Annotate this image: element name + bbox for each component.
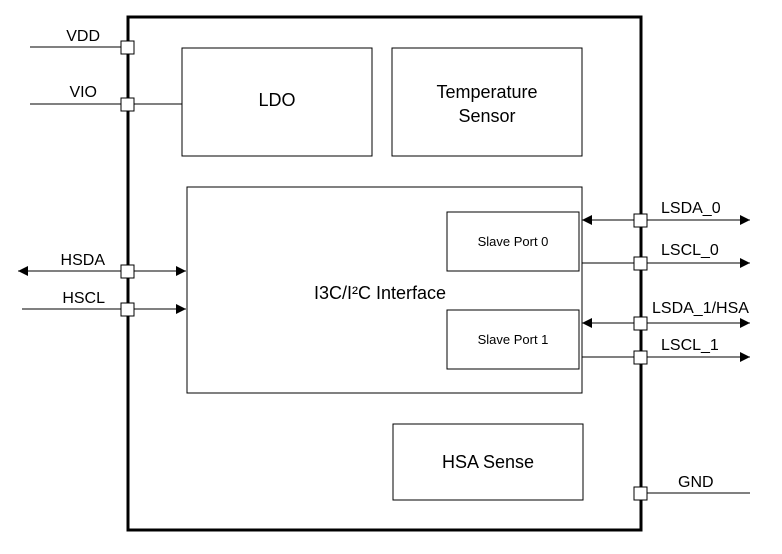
hsda-pin xyxy=(120,264,135,279)
lscl0-pin xyxy=(633,256,648,271)
hsa-sense-block xyxy=(392,423,584,501)
gnd-pin-label: GND xyxy=(678,474,714,491)
vdd-pin-label: VDD xyxy=(66,28,100,45)
slave-port-0-label: Slave Port 0 xyxy=(478,234,549,249)
lscl1-pin xyxy=(633,350,648,365)
hscl-pin xyxy=(120,302,135,317)
temperature-sensor-label-line2: Sensor xyxy=(458,106,515,126)
temperature-sensor-label-line1: Temperature xyxy=(436,82,537,102)
lscl0-pin-label: LSCL_0 xyxy=(661,242,719,259)
hscl-pin-label: HSCL xyxy=(62,290,105,307)
lsda1-hsa-pin-label: LSDA_1/HSA xyxy=(652,300,749,317)
vio-pin xyxy=(120,97,135,112)
hsda-pin-label: HSDA xyxy=(61,252,106,269)
ldo-block xyxy=(181,47,373,157)
lsda1-pin xyxy=(633,316,648,331)
vdd-pin xyxy=(120,40,135,55)
temperature-sensor-block xyxy=(391,47,583,157)
lscl1-pin-label: LSCL_1 xyxy=(661,337,719,354)
vio-pin-label: VIO xyxy=(69,84,97,101)
lsda0-pin-label: LSDA_0 xyxy=(661,200,721,217)
gnd-pin xyxy=(633,486,648,501)
slave-port-0-block xyxy=(446,211,580,272)
lsda0-pin xyxy=(633,213,648,228)
ldo-label: LDO xyxy=(258,90,295,110)
hsa-sense-label: HSA Sense xyxy=(442,452,534,472)
slave-port-1-block xyxy=(446,309,580,370)
slave-port-1-label: Slave Port 1 xyxy=(478,332,549,347)
i3c-interface-label: I3C/I²C Interface xyxy=(314,283,446,303)
